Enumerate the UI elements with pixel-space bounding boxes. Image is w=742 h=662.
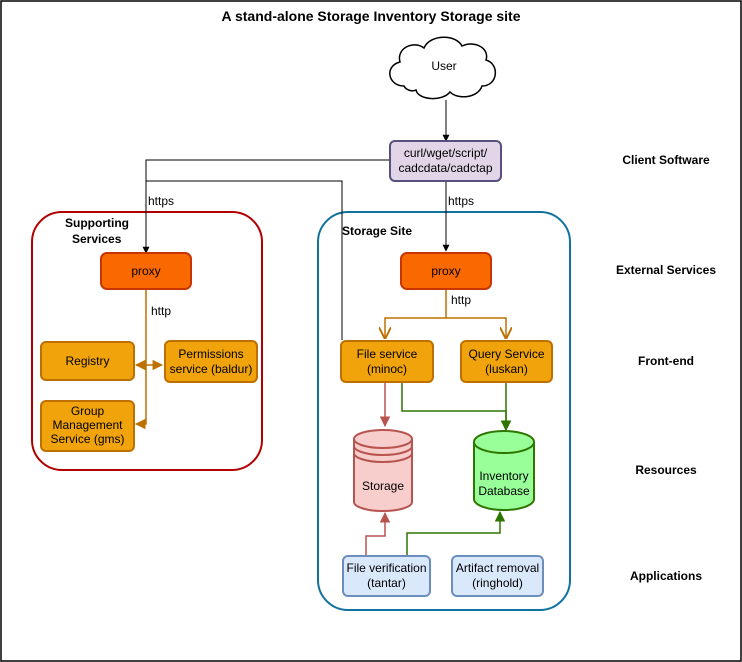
edge-file-service-to-client-line [146,180,343,340]
supporting-proxy-node [100,252,192,290]
supporting-services-group [31,211,263,471]
inventory-database-cylinder [473,430,535,511]
edge-tantar-to-inventory [406,510,506,555]
edge-proxy-to-file-service [385,289,447,338]
file-service-line2: (minoc) [367,362,407,376]
client-software-line2: cadcdata/cadctap [398,161,492,175]
gms-line2: Management [52,418,123,432]
registry-node [40,341,135,381]
layer-front-end: Front-end [638,354,694,368]
query-service-node [460,340,553,383]
permissions-line1: Permissions [178,347,243,361]
user-cloud [389,36,496,100]
gms-node [40,400,135,452]
file-service-node [340,340,434,383]
user-label: User [431,59,456,73]
gms-line1: Group [71,404,105,418]
permissions-line2: service (baldur) [170,362,253,376]
edge-proxy-to-gms [134,365,147,430]
client-software-line1: curl/wget/script/ [404,146,488,160]
layer-applications: Applications [630,569,702,583]
diagram-title: A stand-alone Storage Inventory Storage … [222,8,521,24]
storage-proxy-label: proxy [431,264,460,278]
supporting-services-title-line1: Supporting [65,216,129,230]
storage-site-title: Storage Site [342,224,412,238]
storage-http-label: http [451,293,471,307]
file-verification-node [342,555,431,597]
layer-resources: Resources [635,463,697,477]
storage-site-group [317,211,571,611]
permissions-service-node [164,340,258,383]
layer-client-software: Client Software [622,153,710,167]
client-software-node [389,140,502,182]
query-service-line1: Query Service [468,347,544,361]
layer-external-services: External Services [616,263,716,277]
query-service-line2: (luskan) [485,362,528,376]
supporting-services-title-line2: Services [72,232,122,246]
registry-label: Registry [65,354,109,368]
storage-cylinder [353,429,413,512]
edge-client-to-supporting-proxy [142,159,390,254]
file-verification-line1: File verification [346,561,426,575]
inventory-line1: Inventory [479,469,528,483]
https-label-right: https [448,194,474,208]
file-verification-line2: (tantar) [367,576,406,590]
artifact-removal-line1: Artifact removal [456,561,539,575]
storage-proxy-node [400,252,492,290]
supporting-proxy-label: proxy [131,264,160,278]
edge-proxy-to-query-service [446,317,506,338]
artifact-removal-node [451,555,544,597]
gms-line3: Service (gms) [50,432,124,446]
https-label-left: https [148,194,174,208]
supporting-http-label: http [151,304,171,318]
file-service-line1: File service [357,347,418,361]
edge-tantar-to-storage [365,511,391,555]
inventory-line2: Database [478,484,530,498]
artifact-removal-line2: (ringhold) [472,576,523,590]
storage-label: Storage [362,479,404,493]
